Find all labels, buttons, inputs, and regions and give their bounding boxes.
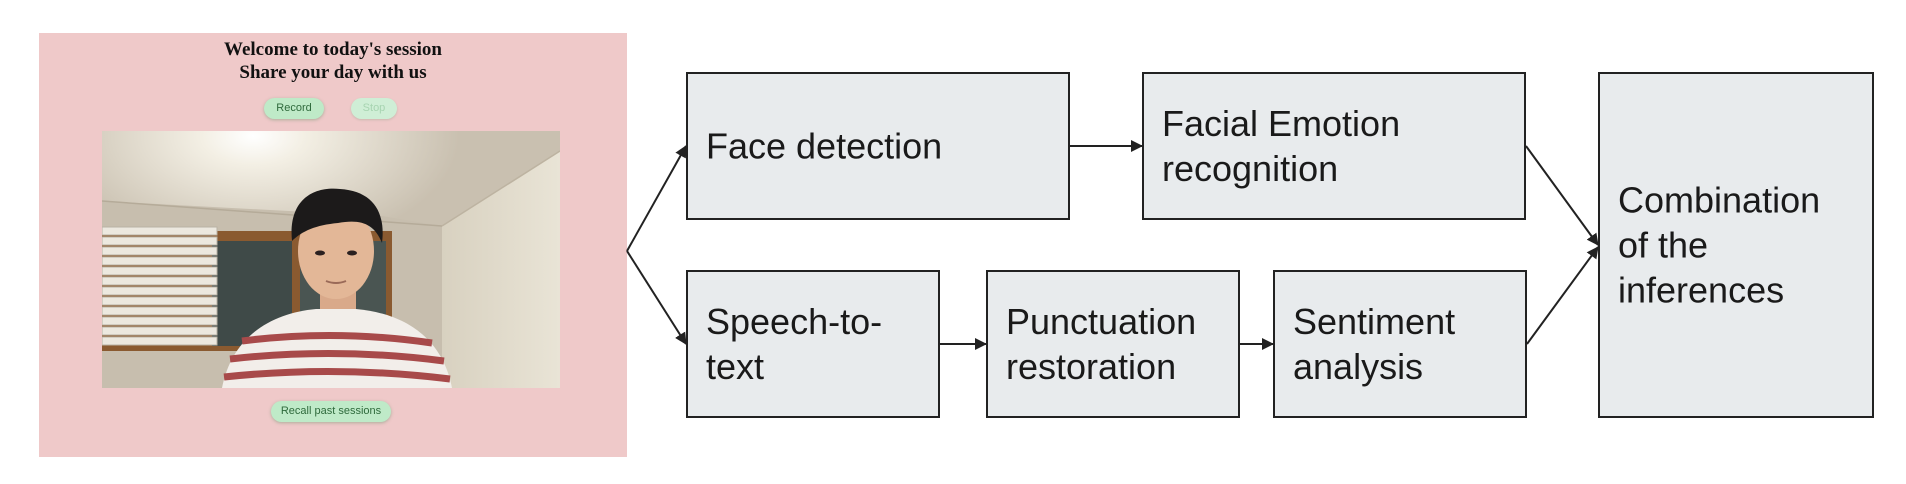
- face-detection-label: Face detection: [706, 125, 943, 167]
- sentiment-analysis-label: Sentiment analysis: [1293, 301, 1456, 387]
- session-app-panel: Welcome to today's session Share your da…: [39, 33, 627, 457]
- punctuation-restoration-label: Punctuation restoration: [1006, 301, 1197, 387]
- combination-label: Combination of the inferences: [1618, 179, 1821, 311]
- welcome-title: Welcome to today's session: [224, 39, 442, 60]
- webcam-video-feed: [102, 131, 560, 388]
- facial-emotion-recognition-label: Facial Emotion recognition: [1162, 103, 1401, 189]
- recall-past-sessions-button[interactable]: Recall past sessions: [271, 401, 391, 422]
- record-button[interactable]: Record: [264, 98, 324, 119]
- speech-to-text-node: Speech-to- text: [686, 270, 940, 418]
- arrow-split-to-speech: [626, 250, 687, 345]
- arrow-emotion-to-combination: [1525, 145, 1599, 246]
- webcam-frame-image: [102, 131, 560, 388]
- combination-node: Combination of the inferences: [1598, 72, 1874, 418]
- speech-to-text-label: Speech-to- text: [706, 301, 883, 387]
- punctuation-restoration-node: Punctuation restoration: [986, 270, 1240, 418]
- stop-button[interactable]: Stop: [351, 98, 397, 119]
- facial-emotion-recognition-node: Facial Emotion recognition: [1142, 72, 1526, 220]
- arrow-split-to-face: [626, 145, 687, 252]
- face-detection-node: Face detection: [686, 72, 1070, 220]
- welcome-subtitle: Share your day with us: [239, 62, 427, 83]
- arrow-sentiment-to-combination: [1526, 246, 1599, 345]
- sentiment-analysis-node: Sentiment analysis: [1273, 270, 1527, 418]
